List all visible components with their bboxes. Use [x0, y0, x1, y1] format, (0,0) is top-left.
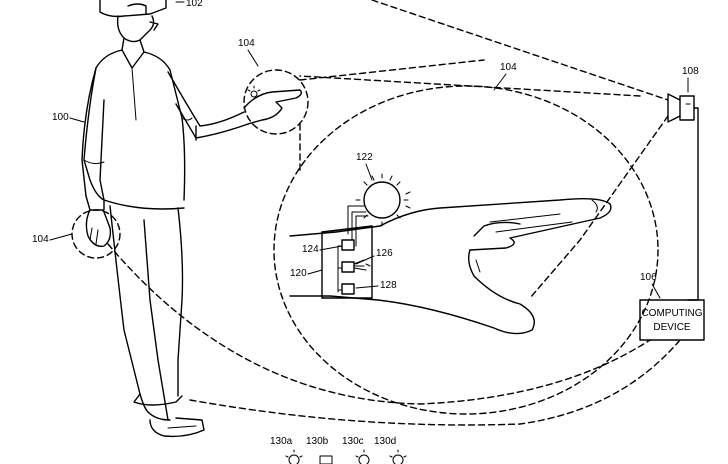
zoom-line-top — [299, 59, 485, 81]
ref-104-right: 104 — [238, 38, 255, 49]
component-126 — [341, 261, 355, 273]
ref-130a: 130a — [270, 436, 293, 447]
ref-122: 122 — [356, 152, 373, 163]
computing-device-box — [639, 299, 705, 341]
ref-126: 126 — [376, 248, 393, 259]
link-left-hand — [107, 243, 651, 405]
ref-104-large: 104 — [500, 62, 517, 73]
camera-view-line-mid — [299, 75, 641, 97]
ref-100: 100 — [52, 112, 69, 123]
camera-wire — [687, 107, 699, 301]
component-128 — [341, 283, 355, 295]
light-source — [347, 173, 411, 247]
ref-120: 120 — [290, 268, 307, 279]
component-124 — [341, 239, 355, 251]
state-icon-a — [288, 454, 300, 464]
hand-zone-large-circle — [273, 85, 659, 415]
ref-130d: 130d — [374, 436, 396, 447]
ref-108: 108 — [682, 66, 699, 77]
camera-view-line-top — [371, 0, 669, 101]
computing-device-label-2: DEVICE — [653, 322, 691, 333]
state-icon-c — [358, 454, 370, 464]
magnified-hand — [289, 197, 612, 335]
hand-zone-right-circle — [243, 69, 309, 135]
ref-106: 106 — [640, 272, 657, 283]
state-icon-b — [319, 455, 333, 464]
ref-128: 128 — [380, 280, 397, 291]
ref-124: 124 — [302, 244, 319, 255]
ref-130b: 130b — [306, 436, 329, 447]
ref-102: 102 — [186, 0, 203, 9]
head-mounted-display — [99, 0, 167, 18]
state-icons — [285, 449, 407, 464]
ref-130c: 130c — [342, 436, 364, 447]
link-feet — [189, 339, 681, 426]
state-icon-d — [392, 454, 404, 464]
computing-device-label-1: COMPUTING — [641, 308, 702, 319]
camera-view-line-bottom — [529, 115, 669, 299]
camera-icon — [667, 93, 695, 123]
ref-104-left: 104 — [32, 234, 49, 245]
